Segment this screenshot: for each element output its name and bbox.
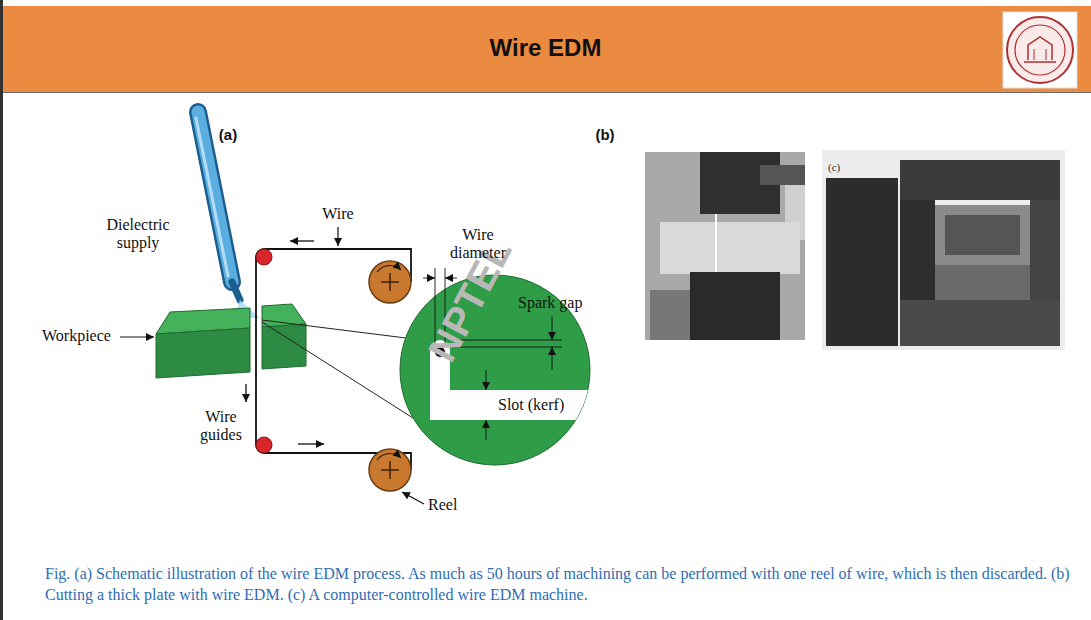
header-rule — [0, 92, 1091, 93]
wire-guide-roller — [256, 249, 272, 265]
part-label: Reel — [428, 496, 457, 514]
dimension-label-box: Slot (kerf) — [498, 396, 564, 414]
photo-edm-machine — [945, 215, 1020, 255]
dimension-label: Spark gap — [518, 294, 582, 312]
wire-path — [256, 249, 411, 470]
dimension-label: Slot (kerf) — [498, 396, 564, 414]
photo-cutting-plate — [690, 272, 780, 340]
photo-edm-machine — [900, 300, 1060, 346]
magnifier-line — [262, 322, 413, 418]
photo-edm-machine — [822, 150, 1065, 350]
part-label-box: Wire — [322, 205, 353, 223]
wire-guide-roller — [256, 249, 272, 453]
dimension-label: Wire diameter — [450, 226, 506, 262]
workpiece — [156, 304, 306, 378]
panel-label: (b) — [595, 126, 614, 143]
photo-edm-machine — [1030, 200, 1060, 300]
motion-arrow — [246, 241, 324, 444]
motion-arrow — [298, 443, 324, 444]
photo-edm-machine — [826, 178, 898, 346]
wire-reel — [381, 469, 399, 471]
magnified-view — [400, 275, 590, 465]
institute-logo — [1007, 17, 1073, 83]
wire-guide-roller — [256, 437, 272, 453]
slide-title: Wire EDM — [490, 34, 602, 62]
part-label-box: Wire guides — [200, 408, 242, 444]
panel-label-box: (a) — [219, 126, 237, 143]
photo-edm-machine — [822, 150, 1065, 350]
leader-line — [120, 227, 424, 504]
dielectric-nozzle — [196, 112, 260, 318]
wire-reel — [369, 449, 411, 491]
motion-arrow — [290, 240, 314, 241]
dimension-line — [486, 370, 487, 390]
institute-logo — [1003, 12, 1077, 88]
institute-logo — [1024, 61, 1056, 63]
wire-path — [256, 249, 411, 470]
magnified-view — [400, 275, 600, 465]
workpiece — [262, 304, 306, 327]
photo-edm-machine — [935, 265, 1030, 300]
part-label: Dielectric supply — [106, 216, 169, 252]
institute-logo — [1046, 49, 1047, 60]
institute-logo — [1015, 25, 1065, 75]
workpiece — [262, 324, 306, 369]
header-bar — [0, 6, 1091, 92]
part-label: Workpiece — [42, 327, 111, 345]
wire-reel — [381, 281, 399, 283]
panel-label-box: (c) — [828, 161, 840, 174]
photo-cutting-plate — [645, 152, 805, 340]
motion-arrow — [245, 384, 246, 402]
institute-logo — [1028, 37, 1052, 60]
wire-reel — [369, 261, 411, 303]
photo-edm-machine — [900, 200, 935, 300]
photo-edm-machine — [935, 205, 1030, 265]
part-label-box: Workpiece — [42, 327, 111, 345]
photo-cutting-plate — [650, 290, 690, 340]
photo-edm-machine — [900, 160, 1060, 200]
photo-cutting-plate — [715, 214, 717, 272]
panel-label-box: (b) — [595, 126, 614, 143]
dimension-line — [486, 420, 487, 440]
institute-logo — [1003, 12, 1077, 88]
panel-label: (c) — [828, 161, 840, 174]
part-label: Wire guides — [200, 408, 242, 444]
leader-line — [337, 227, 338, 246]
part-label-box: Dielectric supply — [106, 216, 169, 252]
institute-logo — [1034, 49, 1035, 60]
leader-line — [120, 336, 154, 337]
photo-cutting-plate — [645, 152, 805, 340]
part-label: Wire — [322, 205, 353, 223]
caption-box: Fig. (a) Schematic illustration of the w… — [45, 563, 1081, 605]
dimension-line — [423, 278, 435, 279]
wire-reel — [377, 453, 401, 460]
magnifier-line — [262, 320, 413, 418]
panel-label: (a) — [219, 126, 237, 143]
part-label-box: Reel — [428, 496, 457, 514]
photo-cutting-plate — [760, 165, 805, 185]
title-box: Wire EDM — [0, 34, 1091, 62]
photo-cutting-plate — [660, 222, 800, 274]
frame-line — [0, 0, 3, 620]
leader-line — [402, 492, 424, 504]
figure-caption: Fig. (a) Schematic illustration of the w… — [45, 563, 1081, 605]
dielectric-nozzle — [232, 282, 240, 300]
dimension-label-box: Spark gap — [518, 294, 582, 312]
dimension-label-box: Wire diameter — [450, 226, 506, 262]
workpiece — [156, 328, 250, 378]
dimension-line — [552, 316, 553, 340]
dimension-line — [552, 347, 553, 370]
wire-reel — [377, 265, 401, 272]
